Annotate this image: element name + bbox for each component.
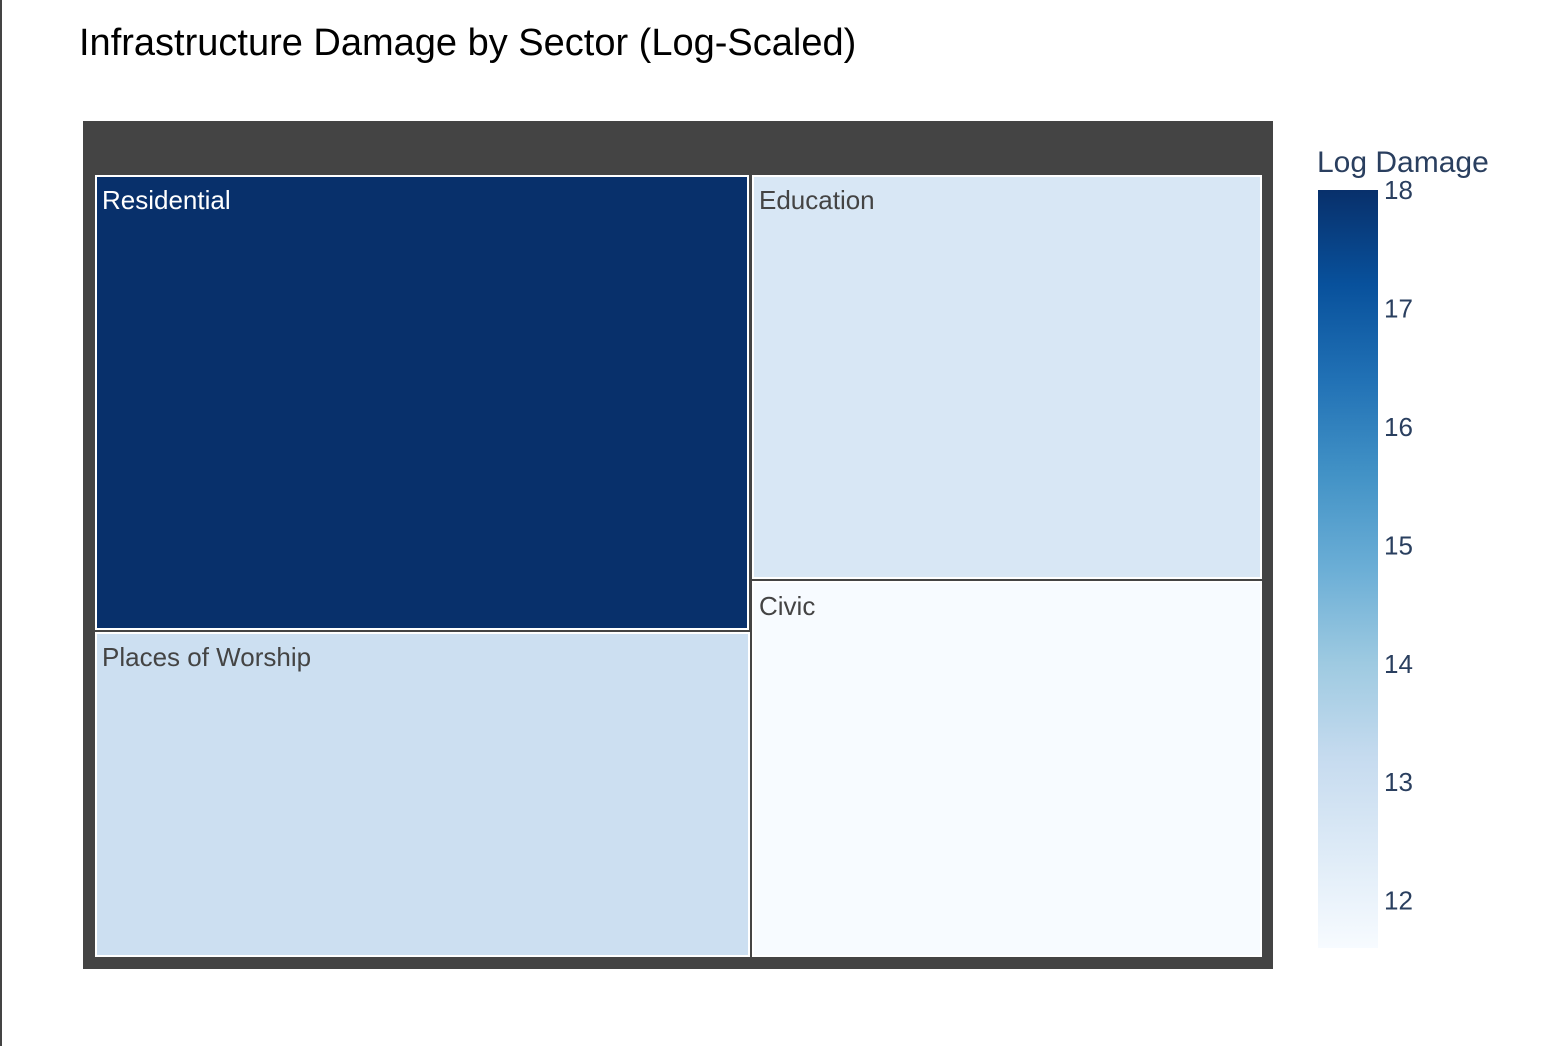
tile-rect [752, 581, 1262, 957]
colorbar-tick-label: 12 [1384, 886, 1413, 916]
tile-label: Residential [102, 185, 231, 215]
colorbar-tick-label: 13 [1384, 767, 1413, 797]
colorbar-title: Log Damage [1317, 146, 1489, 179]
colorbar [1318, 190, 1378, 948]
colorbar-tick-label: 17 [1384, 293, 1413, 323]
tile-places-of-worship[interactable]: Places of Worship [95, 632, 750, 957]
colorbar-tick-label: 15 [1384, 530, 1413, 560]
colorbar-tick-label: 14 [1384, 649, 1413, 679]
colorbar-ticks: 18 17 16 15 14 13 12 [1384, 175, 1413, 916]
tile-label: Places of Worship [102, 642, 311, 672]
tile-education[interactable]: Education [752, 175, 1262, 579]
tile-label: Civic [759, 591, 815, 621]
tile-civic[interactable]: Civic [752, 581, 1262, 957]
tile-label: Education [759, 185, 875, 215]
colorbar-tick-label: 16 [1384, 412, 1413, 442]
tile-rect [752, 175, 1262, 579]
tile-rect [95, 175, 749, 630]
colorbar-tick-label: 18 [1384, 175, 1413, 205]
chart-title: Infrastructure Damage by Sector (Log-Sca… [79, 22, 857, 64]
left-border [0, 0, 2, 1046]
tile-residential[interactable]: Residential [95, 175, 749, 630]
tile-rect [95, 632, 750, 957]
